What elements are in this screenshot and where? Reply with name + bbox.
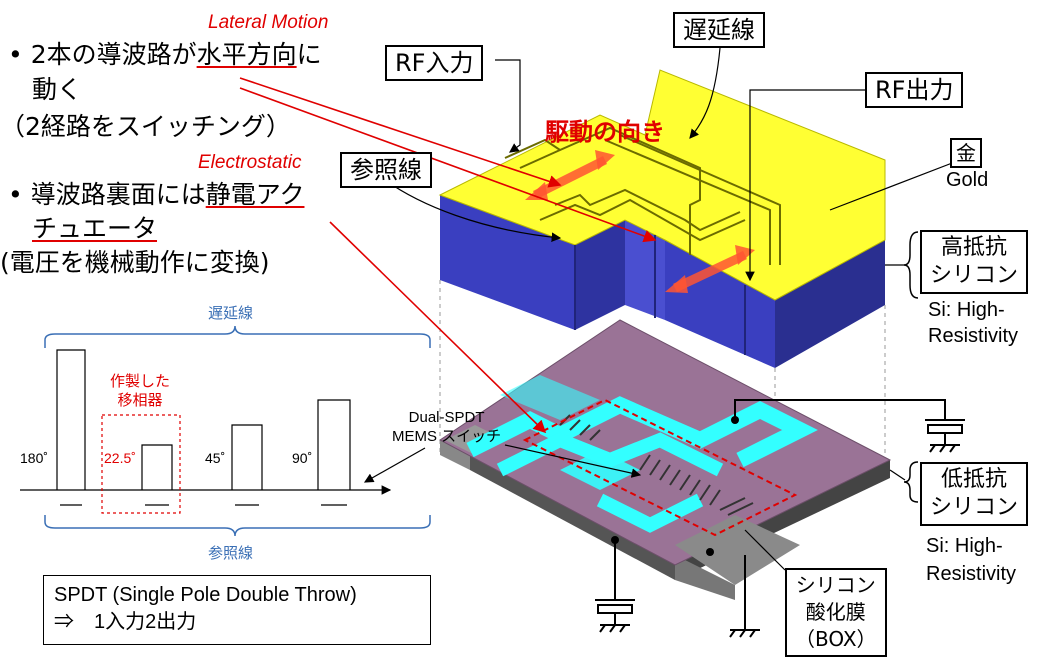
mems-switch-region [522,398,798,537]
high-res-box: 高抵抗 シリコン [920,230,1029,294]
low-res-en-2: Resistivity [926,563,1017,585]
callout-lines [363,47,961,571]
upper-chip [438,69,886,368]
bullet-1-highlight: 水平方向 [196,40,297,69]
lower-chip [439,319,892,600]
rf-input-label: RF入力 [385,45,484,81]
bullet-1-prefix: • 2本の導波路が [8,40,197,69]
high-res-jp-2: シリコン [930,263,1019,288]
spdt-line-2: ⇒ 1入力2出力 [54,611,197,633]
upper-chip-gold-top [438,69,886,301]
spdt-line-1: SPDT (Single Pole Double Throw) [54,584,357,606]
fabricated-line-2: 移相器 [117,391,163,409]
upper-chip-front-right [665,240,775,368]
schematic-delay-label: 遅延線 [208,304,254,322]
fabricated-label: 作製した 移相器 [110,372,170,410]
electrostatic-label: Electrostatic [198,152,302,173]
lateral-motion-label: Lateral Motion [208,12,329,33]
reference-line-label: 参照線 [340,152,432,188]
rf-output-label: RF出力 [865,72,964,108]
spdt-box: SPDT (Single Pole Double Throw) ⇒ 1入力2出力 [43,575,431,645]
low-res-jp-2: シリコン [930,495,1019,520]
low-res-jp-1: 低抵抗 [941,467,1008,492]
bullet-2-line-2: チュエータ [32,212,157,246]
high-res-en-2: Resistivity [928,325,1019,347]
brackets [903,231,919,503]
box-oxide-box: シリコン 酸化膜 （BOX） [785,568,887,657]
bullet-2-line-1: • 導波路裏面には静電アク [8,178,304,212]
bullet-2-prefix: • 導波路裏面には [8,180,206,209]
upper-chip-right-side [775,240,885,368]
bullet-1-line-1: • 2本の導波路が水平方向に [8,38,322,72]
box-jp-2: 酸化膜 [805,600,866,624]
gold-en-label: Gold [946,169,989,191]
ground-symbols [595,399,965,638]
ground-dots [611,416,739,556]
delay-brace [44,325,431,348]
gold-jp-label: 金 [950,138,982,168]
bullet-2-highlight-2: チュエータ [32,214,158,243]
bullet-1-suffix: に [296,40,322,69]
drive-direction-label: 駆動の向き [545,118,665,146]
high-res-jp-1: 高抵抗 [941,235,1008,260]
upper-chip-front-left [440,195,575,330]
fabricated-line-1: 作製した [110,372,171,390]
box-jp-3: （BOX） [795,627,877,651]
box-jp-1: シリコン [795,573,876,597]
bullet-1-line-2: 動く [32,75,83,104]
mems-line-1: Dual-SPDT [408,409,485,426]
schematic [20,325,431,537]
mems-line-2: MEMS スイッチ [392,428,502,445]
phase-45-label: 45˚ [205,450,226,466]
high-res-en-1: Si: High- [928,299,1005,321]
bullet-1-line-3: （2経路をスイッチング） [0,112,291,141]
reference-brace [44,515,431,537]
phase-90-label: 90˚ [292,450,313,466]
bullet-2-highlight-1: 静電アク [205,180,305,209]
delay-line-label: 遅延線 [673,12,765,48]
phase-180-label: 180˚ [20,450,49,466]
bullet-2-line-3: (電圧を機械動作に変換) [0,248,270,277]
phase-22-label: 22.5˚ [104,450,136,466]
low-res-box: 低抵抗 シリコン [920,462,1029,526]
low-res-en-1: Si: High- [926,535,1003,557]
mems-switch-label: Dual-SPDT MEMS スイッチ [392,408,501,446]
schematic-reference-label: 参照線 [208,544,254,562]
drive-arrows [525,150,755,293]
red-arrows [239,77,657,434]
upper-chip-notch-side [575,220,625,330]
